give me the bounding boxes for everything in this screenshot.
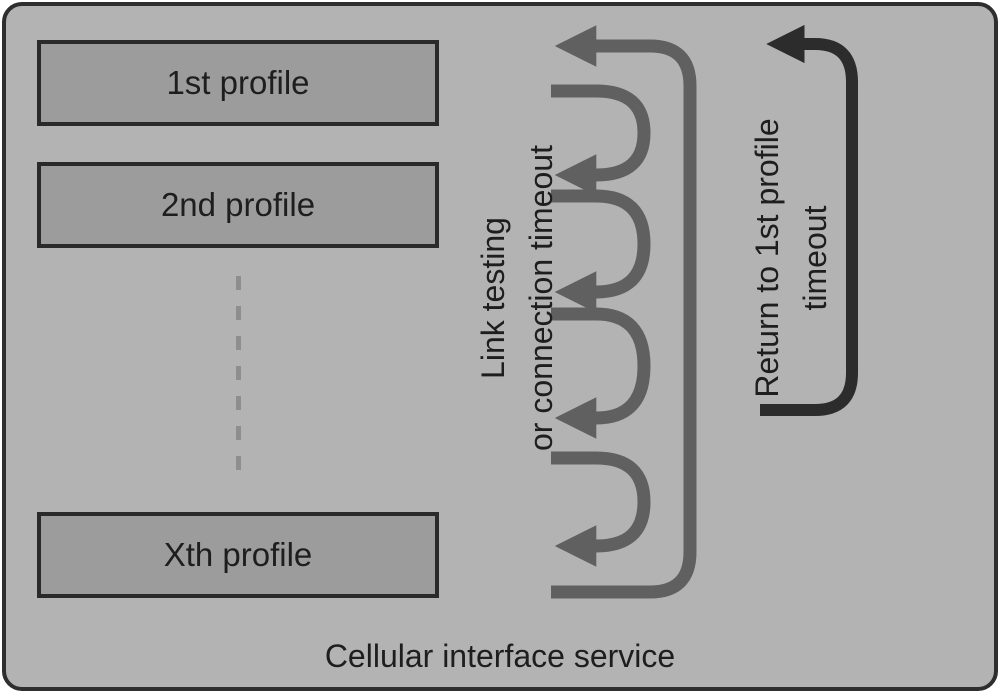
link-testing-line-2: or connection timeout — [523, 145, 559, 451]
cycle-outer-arrow — [551, 25, 697, 599]
u-turn-arrow-1 — [551, 84, 651, 196]
profile-box-xth: Xth profile — [37, 512, 439, 598]
return-arrow — [760, 24, 858, 416]
service-label: Cellular interface service — [324, 638, 676, 674]
link-testing-label: Link testing or connection timeout — [469, 78, 565, 518]
profile-label-xth: Xth profile — [163, 536, 313, 573]
u-turn-arrow-4 — [551, 451, 651, 567]
profile-box-1st: 1st profile — [37, 40, 439, 126]
return-timeout-line-2: timeout — [797, 205, 833, 311]
return-timeout-line-1: Return to 1st profile — [749, 118, 785, 398]
u-turn-arrow-2 — [551, 189, 651, 313]
profile-label-1st: 1st profile — [166, 64, 310, 101]
ellipsis-dashed-line — [236, 276, 241, 480]
link-testing-line-1: Link testing — [475, 217, 511, 379]
return-timeout-label: Return to 1st profile timeout — [743, 58, 839, 458]
profile-box-2nd: 2nd profile — [37, 162, 439, 248]
profile-label-2nd: 2nd profile — [160, 186, 316, 223]
u-turn-arrow-3 — [551, 307, 651, 439]
